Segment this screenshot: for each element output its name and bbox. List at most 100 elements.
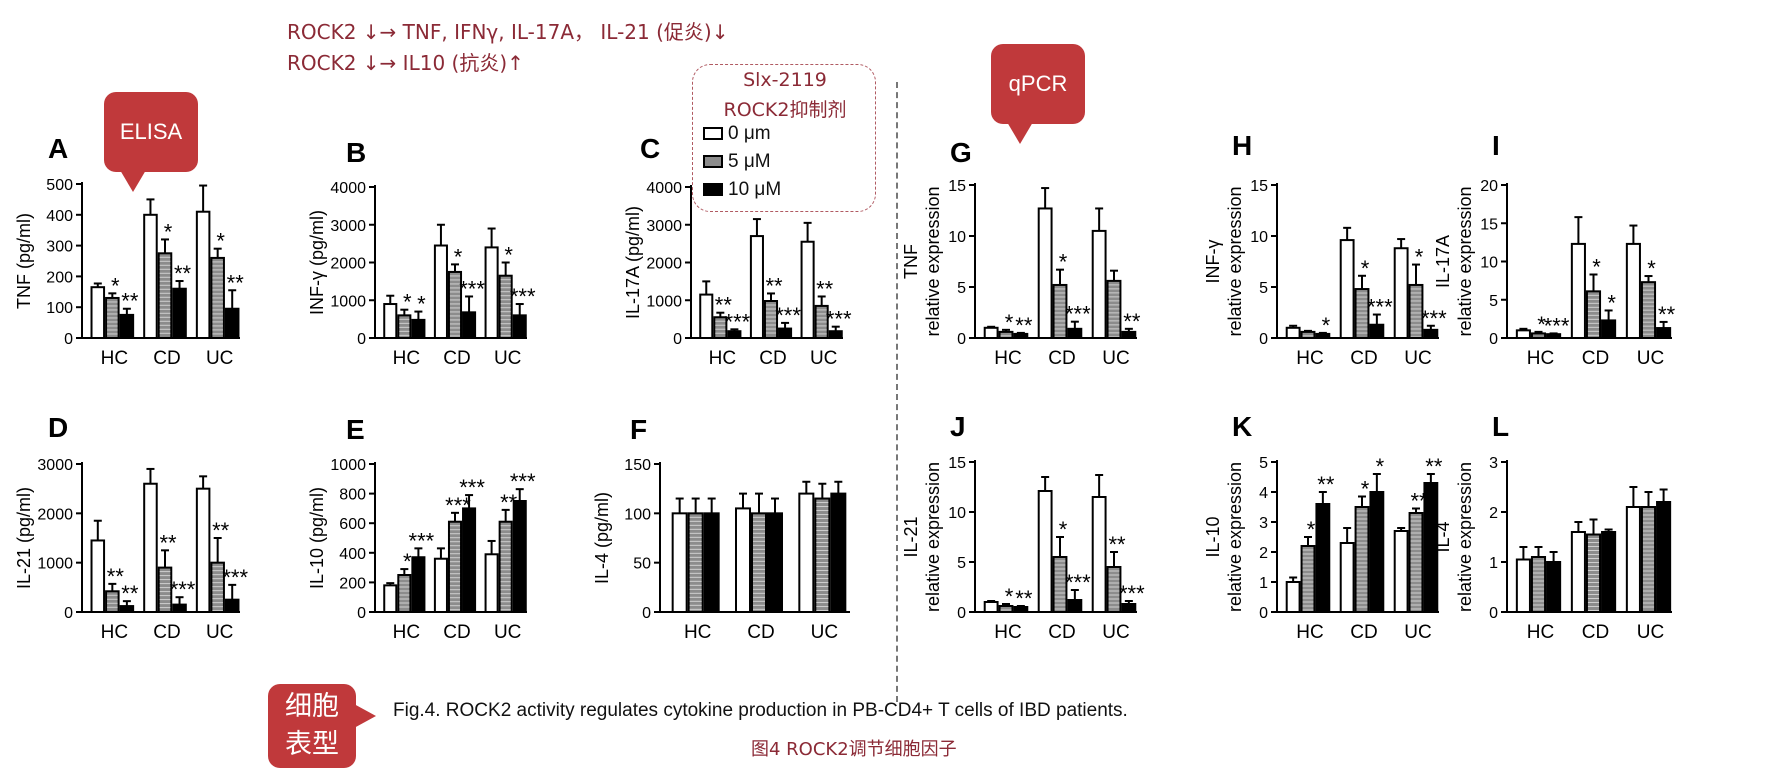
y-tick-label: 0 bbox=[642, 605, 651, 622]
bar-cd-2 bbox=[767, 512, 783, 613]
panel-letter: D bbox=[48, 412, 68, 443]
bar-uc-2 bbox=[224, 598, 240, 614]
bar-hc-2 bbox=[411, 556, 426, 613]
x-tick-label: CD bbox=[1048, 622, 1075, 643]
bar-uc-2 bbox=[224, 307, 240, 339]
x-tick-label: HC bbox=[1527, 622, 1554, 643]
significance-mark: *** bbox=[725, 309, 751, 334]
y-tick-label: 3000 bbox=[330, 218, 366, 235]
x-tick-label: HC bbox=[994, 622, 1021, 643]
bar-hc-0 bbox=[1285, 326, 1301, 339]
x-tick-label: UC bbox=[206, 348, 233, 369]
x-tick-label: HC bbox=[1296, 348, 1323, 369]
bar-cd-2 bbox=[172, 603, 187, 613]
panel-letter: F bbox=[630, 414, 647, 445]
significance-mark: *** bbox=[1544, 313, 1570, 338]
y-axis-label: relative expression bbox=[1455, 186, 1475, 336]
bar-cd-0 bbox=[1570, 242, 1586, 339]
x-tick-label: HC bbox=[684, 622, 711, 643]
significance-mark: * bbox=[1005, 584, 1014, 609]
bar-uc-1 bbox=[1106, 279, 1122, 340]
bar-uc-0 bbox=[1625, 242, 1641, 339]
significance-mark: ** bbox=[1317, 472, 1335, 497]
significance-mark: * bbox=[1005, 310, 1014, 335]
y-tick-label: 10 bbox=[1250, 229, 1268, 246]
elisa-callout: ELISA bbox=[104, 92, 198, 192]
bar-cd-0 bbox=[735, 507, 751, 613]
bar-cd-0 bbox=[749, 235, 764, 339]
y-tick-label: 5 bbox=[1259, 455, 1268, 472]
bar-uc-2 bbox=[830, 492, 847, 614]
significance-mark: *** bbox=[826, 307, 852, 332]
y-axis-label: relative expression bbox=[1455, 462, 1475, 612]
bar-cd-0 bbox=[433, 557, 448, 613]
section-divider bbox=[896, 82, 898, 702]
panel-letter: E bbox=[346, 414, 365, 445]
y-axis-label: TNF (pg/ml) bbox=[14, 213, 34, 309]
bar-hc-2 bbox=[119, 313, 135, 339]
y-axis-label: TNF bbox=[901, 244, 921, 279]
y-tick-label: 1000 bbox=[646, 293, 682, 310]
bar-uc-1 bbox=[498, 520, 513, 613]
bar-cd-2 bbox=[778, 327, 793, 339]
x-tick-label: UC bbox=[1404, 622, 1431, 643]
significance-mark: ** bbox=[1108, 532, 1126, 557]
bar-uc-0 bbox=[798, 492, 815, 614]
significance-mark: * bbox=[1361, 477, 1370, 502]
bar-hc-0 bbox=[671, 512, 688, 613]
panel-letter: C bbox=[640, 133, 660, 164]
bar-uc-0 bbox=[1393, 530, 1409, 613]
y-axis-label: IL-4 (pg/ml) bbox=[592, 492, 612, 584]
x-tick-label: HC bbox=[393, 622, 420, 643]
y-tick-label: 0 bbox=[673, 331, 682, 348]
panel-letter: L bbox=[1492, 411, 1509, 442]
significance-mark: * bbox=[504, 243, 513, 268]
panel-letter: G bbox=[950, 137, 972, 168]
y-tick-label: 3000 bbox=[37, 457, 73, 474]
bar-uc-0 bbox=[1091, 229, 1107, 339]
y-tick-label: 200 bbox=[46, 269, 73, 286]
significance-mark: * bbox=[1059, 250, 1068, 275]
significance-mark: ** bbox=[1658, 302, 1676, 327]
x-tick-label: CD bbox=[443, 348, 470, 369]
bar-cd-2 bbox=[1067, 327, 1083, 340]
significance-mark: ** bbox=[121, 289, 139, 314]
bar-hc-2 bbox=[411, 318, 426, 340]
bar-uc-2 bbox=[1423, 328, 1439, 339]
callout-pointer-icon bbox=[120, 170, 146, 192]
bar-uc-0 bbox=[1393, 247, 1409, 340]
significance-mark: * bbox=[1415, 245, 1424, 270]
y-tick-label: 0 bbox=[957, 605, 966, 622]
y-tick-label: 0 bbox=[357, 331, 366, 348]
bar-cd-0 bbox=[1570, 531, 1586, 613]
significance-mark: * bbox=[1376, 454, 1385, 479]
panel-letter: J bbox=[950, 411, 966, 442]
legend-item-0um: 0 μm bbox=[703, 123, 771, 145]
y-tick-label: 4000 bbox=[646, 180, 682, 197]
x-tick-label: UC bbox=[494, 348, 521, 369]
x-tick-label: UC bbox=[206, 622, 233, 643]
bar-cd-0 bbox=[433, 244, 448, 339]
significance-mark: *** bbox=[459, 276, 485, 301]
bar-cd-2 bbox=[1067, 599, 1083, 613]
bar-uc-0 bbox=[195, 487, 211, 613]
significance-mark: ** bbox=[174, 261, 192, 286]
y-tick-label: 0 bbox=[1489, 331, 1498, 348]
y-tick-label: 4 bbox=[1259, 485, 1268, 502]
significance-mark: * bbox=[1059, 517, 1068, 542]
y-tick-label: 0 bbox=[357, 605, 366, 622]
x-tick-label: CD bbox=[1350, 622, 1377, 643]
significance-mark: ** bbox=[765, 273, 783, 298]
bar-uc-0 bbox=[484, 553, 499, 614]
x-tick-label: HC bbox=[1527, 348, 1554, 369]
y-tick-label: 1 bbox=[1259, 575, 1268, 592]
x-tick-label: HC bbox=[1296, 622, 1323, 643]
panel-letter: A bbox=[48, 133, 68, 164]
significance-mark: ** bbox=[1015, 313, 1033, 338]
bar-uc-2 bbox=[828, 330, 843, 339]
